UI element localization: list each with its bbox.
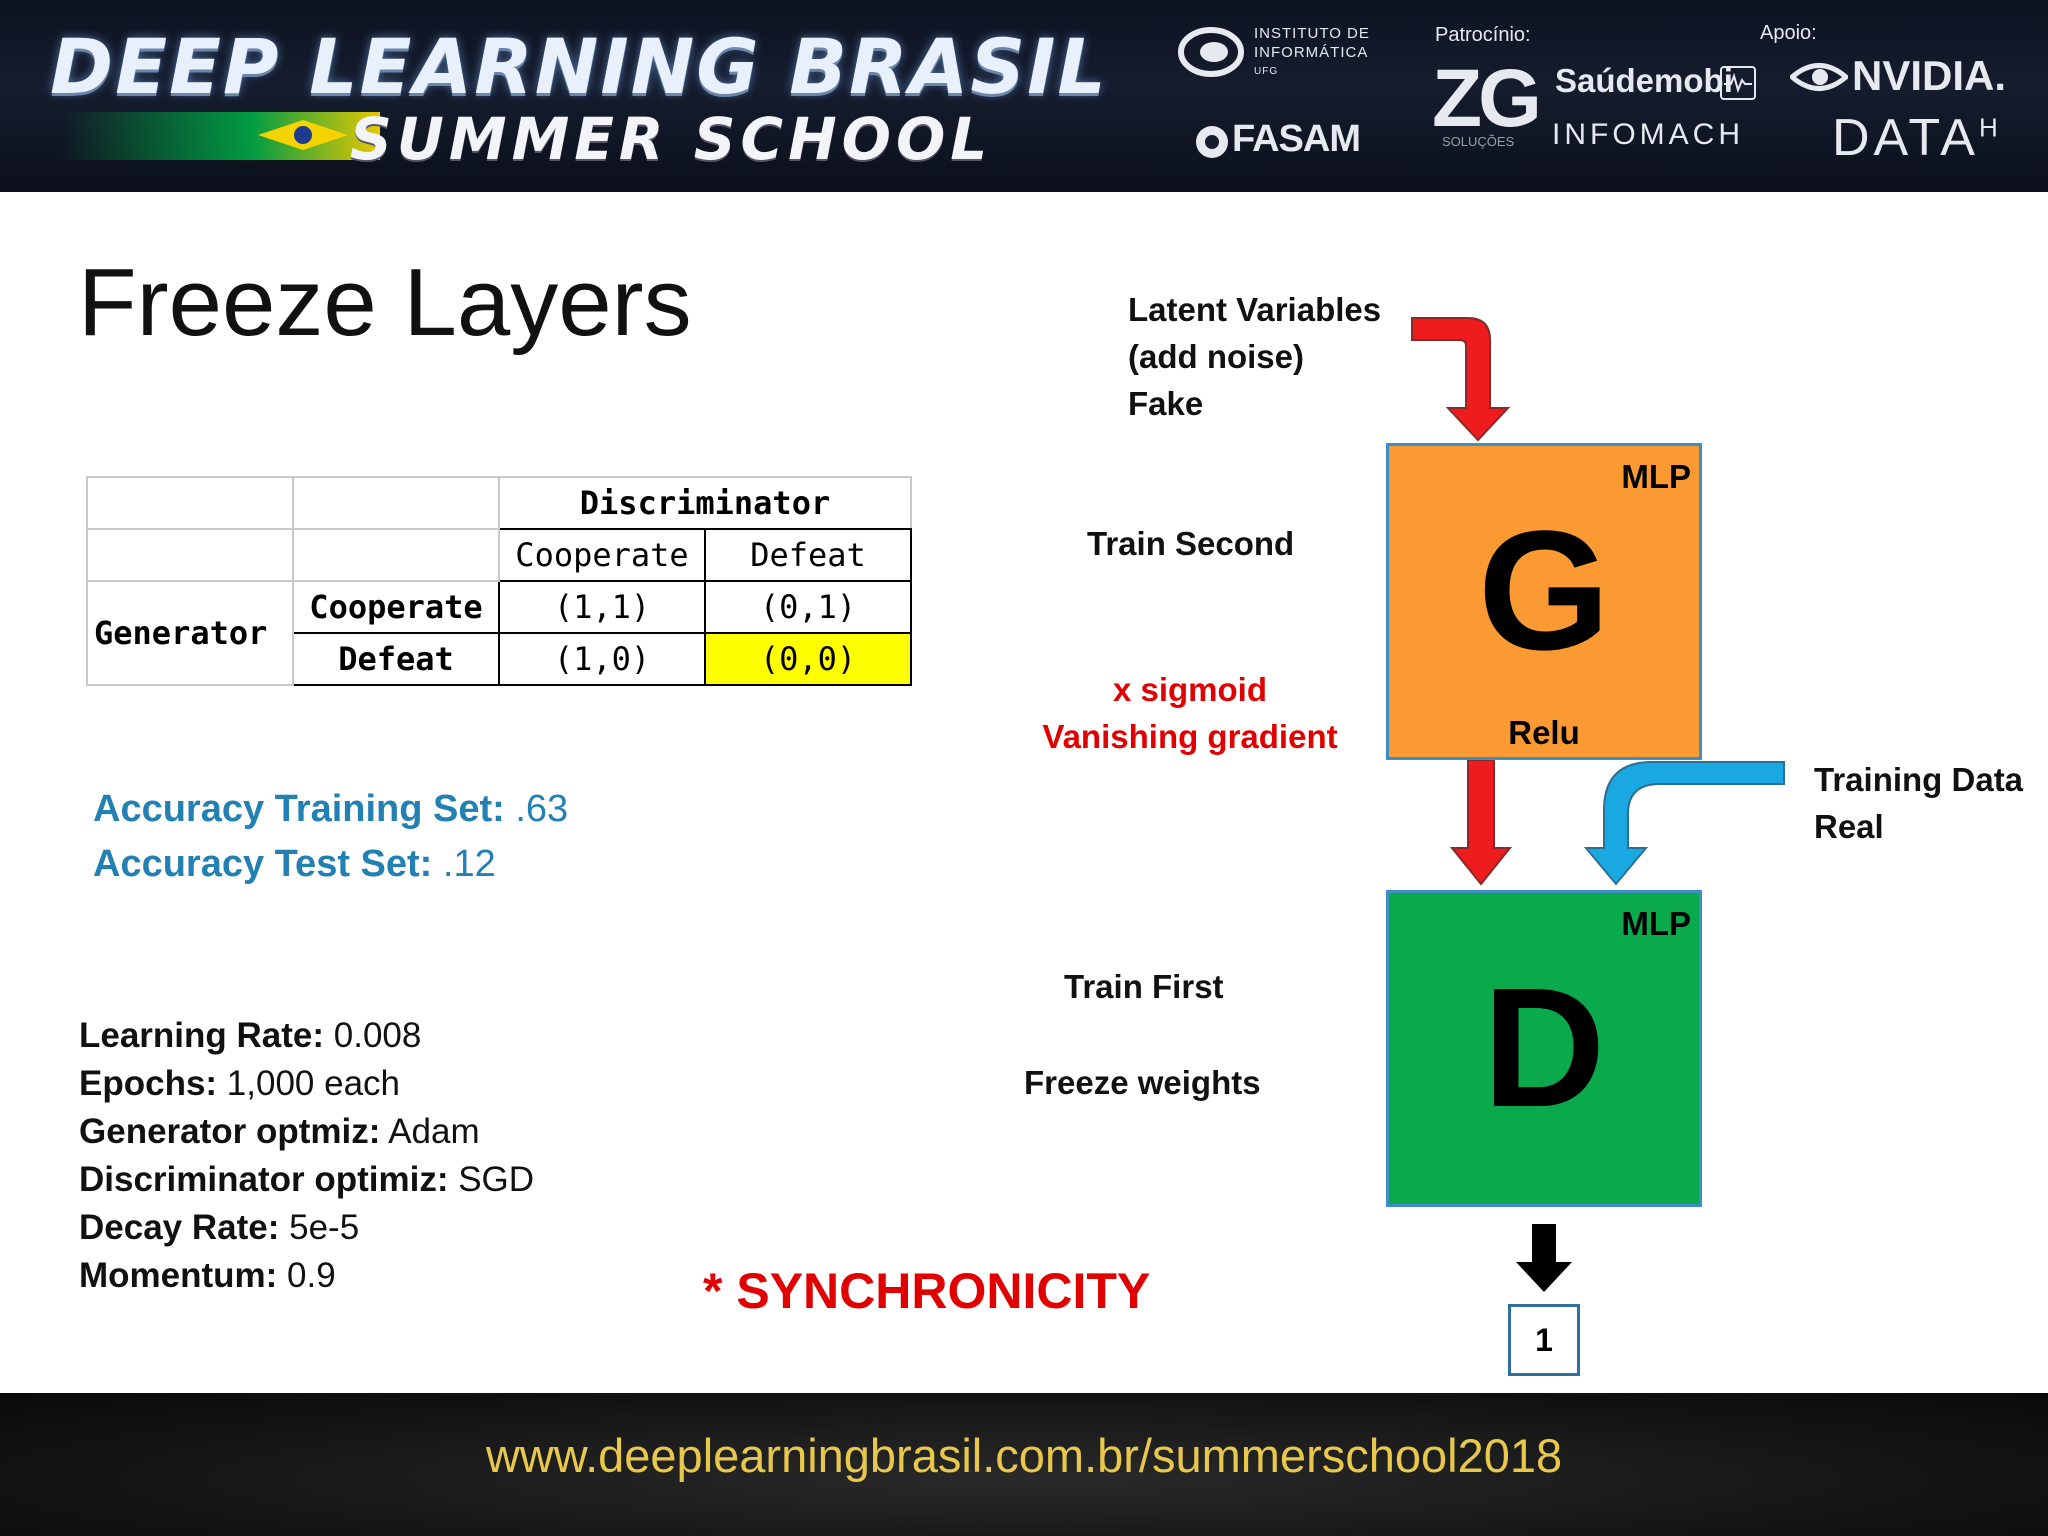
- payoff-cell: (0,1): [704, 580, 912, 634]
- latent-variables-label: Latent Variables (add noise) Fake: [1128, 286, 1381, 427]
- freeze-weights-label: Freeze weights: [1024, 1064, 1261, 1101]
- footer-banner: [0, 1393, 2048, 1536]
- accuracy-test: Accuracy Test Set: .12: [93, 843, 496, 886]
- training-data-arrow: [1583, 761, 1785, 886]
- param-label: Generator optmiz:: [79, 1112, 381, 1151]
- d-mlp-label: MLP: [1621, 905, 1691, 942]
- footer-url: www.deeplearningbrasil.com.br/summerscho…: [485, 1429, 1563, 1482]
- datah-sup: H: [1978, 112, 2002, 143]
- table-corner-cell: [292, 476, 500, 530]
- param-value: SGD: [448, 1160, 535, 1199]
- training-data-line-1: Training Data: [1814, 761, 2024, 798]
- payoff-cell: (1,0): [498, 632, 706, 686]
- param-label: Discriminator optimiz:: [79, 1160, 449, 1199]
- infomach-logo: INFOMACH: [1552, 118, 1744, 151]
- d-letter: D: [1482, 953, 1606, 1143]
- inf-ufg-text: INSTITUTO DE INFORMÁTICA UFG: [1254, 24, 1370, 81]
- payoff-cell-highlighted: (0,0): [704, 632, 912, 686]
- param-label: Momentum:: [79, 1256, 278, 1295]
- output-arrow: [1516, 1224, 1572, 1292]
- latent-line-2: (add noise): [1128, 338, 1305, 375]
- param-label: Decay Rate:: [79, 1208, 280, 1247]
- discriminator-header: Discriminator: [498, 476, 912, 530]
- latent-line-3: Fake: [1128, 385, 1204, 422]
- sigmoid-note: x sigmoid Vanishing gradient: [1030, 666, 1350, 760]
- train-first-label: Train First: [1064, 968, 1224, 1005]
- datah-text: DATA: [1832, 109, 1979, 167]
- latent-line-1: Latent Variables: [1128, 291, 1382, 328]
- param-value: 0.008: [324, 1016, 422, 1055]
- generator-box: MLP G Relu: [1386, 443, 1702, 760]
- col-header-cooperate: Cooperate: [498, 528, 706, 582]
- accuracy-training-value: .63: [504, 788, 569, 830]
- training-data-line-2: Real: [1814, 808, 1884, 845]
- discriminator-box: MLP D: [1386, 890, 1702, 1207]
- table-corner-cell: [292, 528, 500, 582]
- banner-title: DEEP LEARNING BRASIL: [50, 22, 1108, 111]
- param-momentum: Momentum: 0.9: [79, 1252, 534, 1300]
- training-data-label: Training Data Real: [1814, 756, 2023, 850]
- g-relu-label: Relu: [1508, 714, 1580, 751]
- nvidia-eye-icon: [1788, 58, 1850, 96]
- param-label: Epochs:: [79, 1064, 218, 1103]
- saudemobi-logo: Saúdemobi: [1555, 62, 1733, 99]
- inf-line-1: INSTITUTO DE: [1254, 25, 1370, 42]
- latent-arrow: [1411, 317, 1511, 442]
- param-value: 0.9: [277, 1256, 336, 1295]
- synchronicity-note: * SYNCHRONICITY: [703, 1263, 1151, 1319]
- fasam-logo-icon: [1192, 122, 1232, 162]
- fasam-text: FASAM: [1232, 118, 1361, 160]
- datah-logo: DATAH: [1832, 108, 2002, 168]
- inf-line-3: UFG: [1254, 66, 1279, 77]
- generator-header: Generator: [86, 580, 294, 686]
- inf-line-2: INFORMÁTICA: [1254, 44, 1369, 61]
- g-to-d-arrow: [1449, 759, 1513, 886]
- hyperparameters-list: Learning Rate: 0.008 Epochs: 1,000 each …: [79, 1012, 534, 1300]
- accuracy-test-label: Accuracy Test Set:: [93, 843, 433, 885]
- payoff-cell: (1,1): [498, 580, 706, 634]
- accuracy-training: Accuracy Training Set: .63: [93, 788, 568, 831]
- brazil-flag-icon: [258, 120, 348, 150]
- zg-logo: ZG: [1432, 53, 1542, 144]
- header-banner: DEEP LEARNING BRASIL SUMMER SCHOOL INSTI…: [0, 0, 2048, 192]
- slide-title: Freeze Layers: [78, 249, 692, 356]
- accuracy-test-value: .12: [432, 843, 496, 885]
- banner-subtitle: SUMMER SCHOOL: [350, 105, 993, 173]
- zg-sub: SOLUÇÕES: [1442, 134, 1515, 149]
- g-mlp-label: MLP: [1621, 458, 1691, 495]
- param-value: 1,000 each: [217, 1064, 401, 1103]
- row-header-defeat: Defeat: [292, 632, 500, 686]
- param-generator-optimizer: Generator optmiz: Adam: [79, 1108, 534, 1156]
- table-corner-cell: [86, 476, 294, 530]
- inf-ufg-logo-icon: [1176, 22, 1246, 82]
- param-value: Adam: [380, 1112, 480, 1151]
- table-corner-cell: [86, 528, 294, 582]
- sigmoid-line-1: x sigmoid: [1112, 671, 1268, 708]
- sponsor-label: Patrocínio:: [1435, 24, 1531, 46]
- g-letter: G: [1477, 496, 1611, 686]
- saudemobi-icon: [1720, 66, 1756, 100]
- param-value: 5e-5: [279, 1208, 360, 1247]
- col-header-defeat: Defeat: [704, 528, 912, 582]
- sigmoid-line-2: Vanishing gradient: [1042, 718, 1338, 755]
- param-discriminator-optimizer: Discriminator optimiz: SGD: [79, 1156, 534, 1204]
- param-epochs: Epochs: 1,000 each: [79, 1060, 534, 1108]
- nvidia-logo: NVIDIA.: [1852, 52, 2007, 99]
- support-label: Apoio:: [1760, 22, 1817, 44]
- accuracy-training-label: Accuracy Training Set:: [93, 788, 505, 830]
- param-learning-rate: Learning Rate: 0.008: [79, 1012, 534, 1060]
- payoff-table: Discriminator Cooperate Defeat Generator…: [86, 476, 912, 686]
- param-label: Learning Rate:: [79, 1016, 325, 1055]
- output-box: 1: [1508, 1304, 1580, 1376]
- param-decay-rate: Decay Rate: 5e-5: [79, 1204, 534, 1252]
- train-second-label: Train Second: [1087, 525, 1295, 562]
- row-header-cooperate: Cooperate: [292, 580, 500, 634]
